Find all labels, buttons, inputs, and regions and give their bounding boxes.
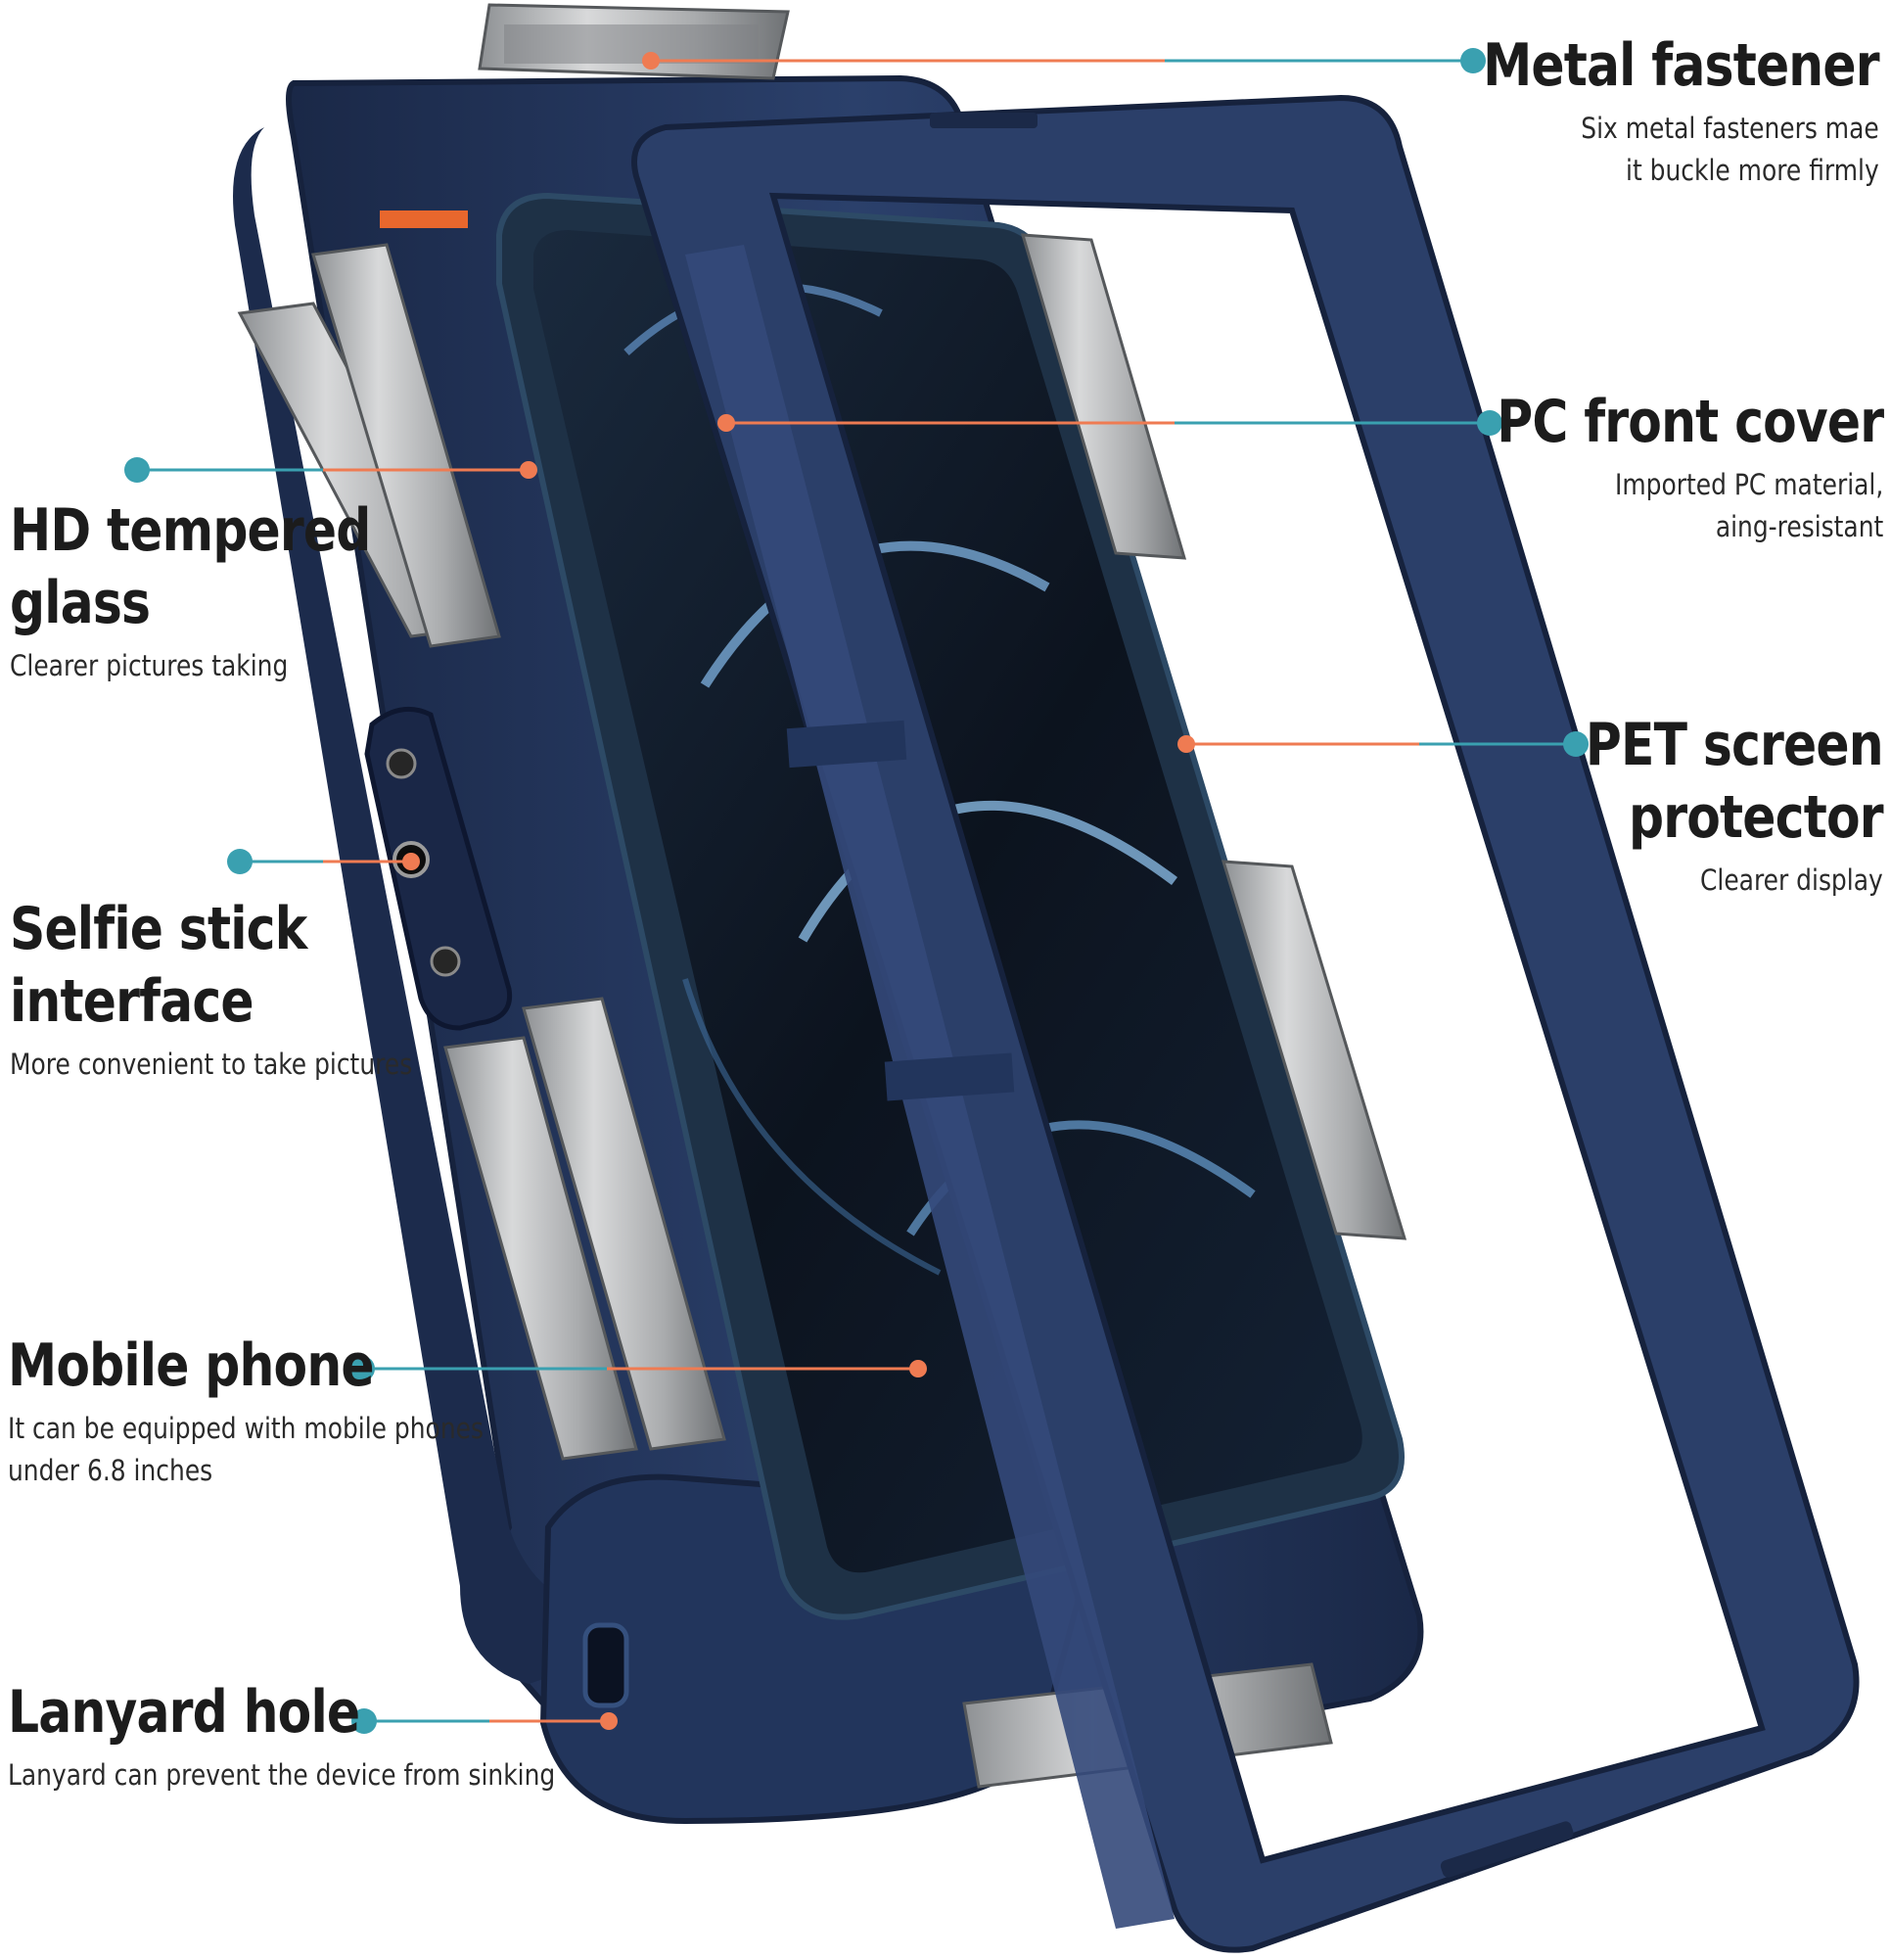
callout-mobile-phone: Mobile phone It can be equipped with mob… (8, 1330, 561, 1492)
top-metal-fastener-shape (478, 3, 790, 80)
callout-title: PC front cover (1496, 388, 1884, 456)
callout-metal-fastener: Metal fastener Six metal fasteners mae i… (1407, 29, 1879, 192)
callout-description: More convenient to take pictures (10, 1048, 413, 1081)
callout-title: Metal fastener (1483, 31, 1879, 100)
callout-pet-screen-protector: PET screen protector Clearer display (1529, 709, 1884, 902)
callout-lanyard-hole: Lanyard hole Lanyard can prevent the dev… (8, 1676, 644, 1797)
callout-title: Selfie stick interface (10, 895, 307, 1036)
callout-description: Clearer display (1700, 863, 1883, 897)
leader-lines (124, 48, 1589, 1734)
callout-description: Lanyard can prevent the device from sink… (8, 1758, 556, 1792)
callout-title: Lanyard hole (8, 1678, 360, 1747)
callout-title: HD tempered glass (10, 496, 371, 637)
callout-selfie-stick-interface: Selfie stick interface More convenient t… (10, 893, 478, 1086)
lanyard-hole-shape (582, 1622, 629, 1708)
callout-description: Clearer pictures taking (10, 649, 289, 682)
callout-title: Mobile phone (8, 1331, 375, 1400)
pc-front-cover-shape (631, 94, 1860, 1953)
selfie-stick-mount (364, 706, 513, 1031)
callout-hd-tempered-glass: HD tempered glass Clearer pictures takin… (10, 494, 439, 687)
callout-pc-front-cover: PC front cover Imported PC material, ain… (1423, 386, 1884, 548)
callout-title: PET screen protector (1586, 711, 1884, 852)
callout-description: It can be equipped with mobile phones un… (8, 1412, 484, 1487)
callout-description: Six metal fasteners mae it buckle more f… (1581, 112, 1879, 187)
callout-description: Imported PC material, aing-resistant (1614, 468, 1883, 543)
